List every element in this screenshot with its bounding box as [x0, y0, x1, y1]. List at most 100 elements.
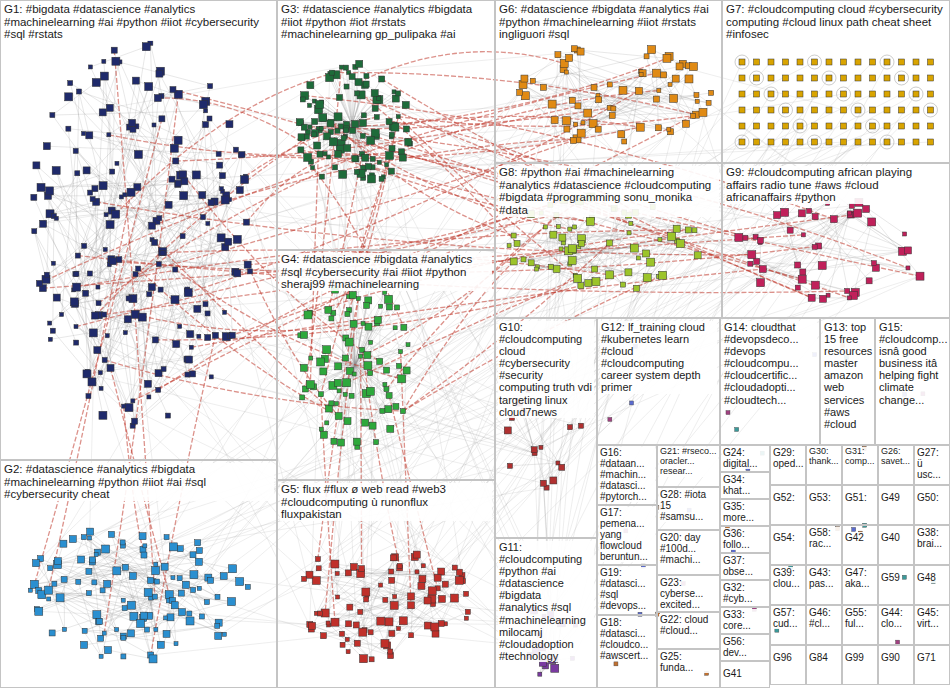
vertex: [694, 252, 701, 259]
vertex: [75, 171, 80, 176]
vertex: [212, 332, 218, 338]
network-link: [110, 67, 342, 108]
vertex: [197, 334, 201, 338]
vertex: [201, 215, 206, 220]
network-link: [49, 599, 151, 655]
vertex: [87, 271, 92, 276]
vertex: [164, 535, 169, 540]
network-link: [103, 551, 200, 591]
vertex: [195, 558, 202, 565]
vertex: [40, 220, 47, 227]
network-link: [97, 350, 534, 453]
network-link: [94, 582, 224, 634]
vertex: [591, 84, 597, 90]
vertex: [625, 269, 632, 276]
vertex: [300, 364, 307, 371]
vertex: [362, 154, 369, 161]
vertex: [783, 139, 789, 145]
vertex: [45, 586, 53, 594]
vertex: [206, 221, 210, 225]
vertex: [121, 635, 126, 640]
vertex: [186, 356, 193, 363]
vertex: [104, 580, 111, 587]
vertex: [127, 188, 135, 196]
vertex: [855, 123, 861, 129]
vertex: [903, 232, 907, 236]
vertex: [584, 109, 592, 117]
vertex: [243, 219, 249, 225]
vertex: [105, 334, 109, 338]
vertex: [402, 101, 409, 108]
vertex: [83, 167, 90, 174]
vertex: [393, 326, 397, 330]
vertex: [559, 234, 566, 241]
vertex: [154, 562, 158, 566]
network-link: [324, 365, 355, 435]
vertex: [768, 123, 774, 129]
vertex: [371, 129, 379, 137]
vertex: [899, 107, 905, 113]
vertex: [161, 367, 166, 372]
vertex: [884, 91, 890, 97]
vertex: [306, 381, 314, 389]
inter-group-link: [230, 199, 564, 335]
network-link: [135, 336, 230, 421]
vertex: [405, 138, 412, 145]
vertex: [385, 163, 389, 167]
vertex: [676, 63, 683, 70]
vertex: [344, 145, 351, 152]
inter-group-link: [158, 205, 550, 390]
vertex: [112, 57, 120, 65]
vertex: [619, 86, 627, 94]
network-link: [49, 590, 97, 615]
vertex: [386, 119, 392, 125]
network-link: [161, 189, 222, 290]
vertex: [204, 109, 208, 113]
network-link: [411, 598, 454, 635]
vertex: [352, 121, 359, 128]
vertex: [181, 178, 188, 185]
vertex: [98, 635, 104, 641]
vertex: [685, 227, 691, 233]
vertex: [365, 164, 371, 170]
network-link: [136, 81, 203, 105]
vertex: [217, 234, 225, 242]
network-link: [152, 240, 530, 656]
vertex: [630, 244, 638, 252]
network-link: [328, 125, 352, 157]
vertex: [396, 91, 401, 96]
vertex: [337, 94, 343, 100]
vertex: [754, 59, 760, 65]
vertex: [377, 160, 381, 164]
vertex: [574, 122, 578, 126]
network-link: [569, 58, 613, 109]
vertex: [179, 609, 186, 616]
vertex: [855, 59, 861, 65]
vertex: [144, 589, 152, 597]
vertex: [300, 395, 305, 400]
network-link: [328, 327, 368, 623]
inter-group-link: [76, 215, 556, 327]
vertex: [32, 229, 37, 234]
vertex: [672, 75, 679, 82]
vertex: [830, 216, 837, 223]
vertex: [325, 421, 329, 425]
vertex: [795, 262, 801, 268]
network-link: [53, 216, 54, 331]
vertex: [928, 123, 934, 129]
vertex: [682, 120, 689, 127]
vertex: [841, 75, 847, 81]
vertex: [36, 280, 42, 286]
vertex: [359, 120, 366, 127]
vertex: [73, 148, 78, 153]
vertex: [543, 225, 547, 229]
vertex: [147, 292, 152, 297]
vertex: [618, 131, 625, 138]
vertex: [304, 311, 312, 319]
vertex: [182, 581, 189, 588]
network-link: [574, 49, 656, 73]
vertex: [754, 123, 760, 129]
vertex: [380, 408, 385, 413]
vertex: [403, 367, 410, 374]
vertex: [819, 295, 826, 302]
